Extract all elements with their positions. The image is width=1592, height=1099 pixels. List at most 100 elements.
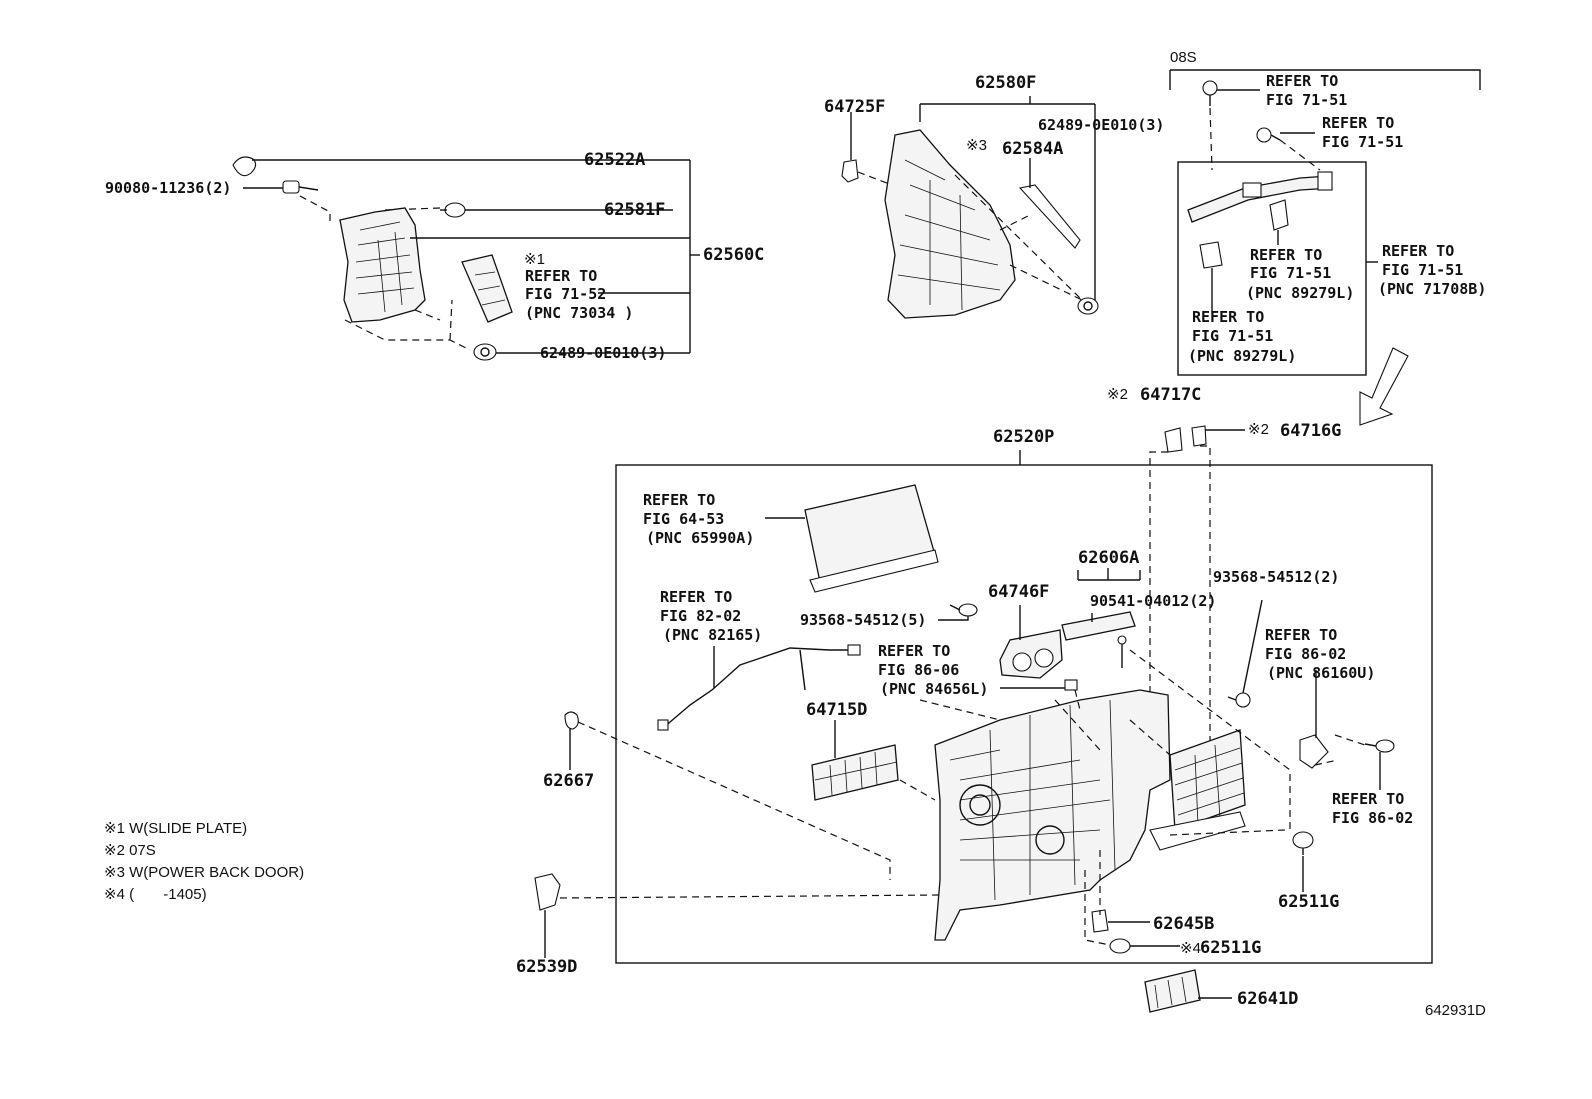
ref-1-l2: FIG 71-52 (525, 285, 606, 303)
ref-8-l1: REFER TO (660, 588, 732, 606)
label-62489-a: 62489-0E010(3) (540, 344, 666, 362)
label-64717c: 64717C (1140, 385, 1201, 405)
ref-3-l2: FIG 71-51 (1322, 133, 1403, 151)
group-08s (1169, 69, 1481, 426)
label-62489-b: 62489-0E010(3) (1038, 116, 1164, 134)
figure-id: 642931D (1425, 1002, 1486, 1019)
ref-4-l2: FIG 71-51 (1250, 264, 1331, 282)
label-62581f: 62581F (604, 200, 665, 220)
ref-2-l1: REFER TO (1266, 72, 1338, 90)
ref-6-l1: REFER TO (1192, 308, 1264, 326)
detail-box (1177, 161, 1367, 376)
ref-8-l3: (PNC 82165) (663, 626, 762, 644)
ref-6-l3: (PNC 89279L) (1188, 347, 1296, 365)
ref-5-l1: REFER TO (1382, 242, 1454, 260)
label-64746f: 64746F (988, 582, 1049, 602)
legend: ※1 W(SLIDE PLATE) ※2 07S ※3 W(POWER BACK… (104, 820, 304, 903)
part-62580f-panel[interactable] (884, 129, 1016, 319)
ref-1-l1: REFER TO (525, 267, 597, 285)
label-62511g-b: 62511G (1200, 938, 1261, 958)
part-62520p-trim-panel[interactable] (934, 689, 1171, 941)
part-62641d[interactable] (1144, 969, 1201, 1013)
legend-item: ※3 W(POWER BACK DOOR) (104, 864, 304, 881)
label-62511g-a: 62511G (1278, 892, 1339, 912)
label-93568-a: 93568-54512(5) (800, 611, 926, 629)
label-62645b: 62645B (1153, 914, 1214, 934)
mark-2a: ※2 (1107, 386, 1128, 403)
part-62539d[interactable] (534, 873, 561, 911)
ref-5-l2: FIG 71-51 (1382, 261, 1463, 279)
label-64725f: 64725F (824, 97, 885, 117)
ref-10-l1: REFER TO (1265, 626, 1337, 644)
part-64725f-clip[interactable] (841, 159, 859, 183)
label-64716g: 64716G (1280, 421, 1341, 441)
part-93568-screw-a[interactable] (949, 603, 978, 617)
label-62667: 62667 (543, 771, 594, 791)
part-strap-clip-b[interactable] (1199, 241, 1223, 269)
ref-8-l2: FIG 82-02 (660, 607, 741, 625)
part-fastener-2[interactable] (1256, 127, 1281, 143)
label-62560c: 62560C (703, 245, 764, 265)
mark-3: ※3 (966, 137, 987, 154)
label-62522a: 62522A (584, 150, 645, 170)
label-90541: 90541-04012(2) (1090, 592, 1216, 610)
part-62581f-clip[interactable] (440, 202, 466, 218)
part-62584a-bracket[interactable] (1018, 184, 1081, 249)
label-62606a: 62606A (1078, 548, 1139, 568)
part-strap-clip-a[interactable] (1269, 199, 1289, 231)
ref-10-l3: (PNC 86160U) (1267, 664, 1375, 682)
part-84656l[interactable] (1064, 679, 1078, 691)
label-62641d: 62641D (1237, 989, 1298, 1009)
ref-4-l1: REFER TO (1250, 246, 1322, 264)
part-64746f-pocket[interactable] (999, 629, 1063, 679)
ref-7-l2: FIG 64-53 (643, 510, 724, 528)
ref-7-l3: (PNC 65990A) (646, 529, 754, 547)
mark-4: ※4 (1180, 940, 1201, 957)
part-93568-screw-b[interactable] (1227, 692, 1251, 708)
ref-7-l1: REFER TO (643, 491, 715, 509)
part-fastener-1[interactable] (1202, 80, 1218, 106)
part-64715d-grille[interactable] (811, 744, 899, 801)
label-62520p: 62520P (993, 427, 1054, 447)
part-86-02-screw[interactable] (1364, 739, 1395, 753)
part-90080-screw[interactable] (282, 180, 319, 194)
mark-2b: ※2 (1248, 421, 1269, 438)
part-62667[interactable] (564, 711, 579, 730)
legend-item: ※1 W(SLIDE PLATE) (104, 820, 247, 837)
part-90541-bracket[interactable] (1061, 611, 1136, 641)
legend-item: ※2 07S (104, 842, 156, 859)
part-62489-clip-a[interactable] (473, 343, 497, 361)
label-62539d: 62539D (516, 957, 577, 977)
ref-1-l3: (PNC 73034 ) (525, 304, 633, 322)
ref-6-l2: FIG 71-51 (1192, 327, 1273, 345)
part-62522a[interactable] (232, 156, 257, 177)
label-93568-b: 93568-54512(2) (1213, 568, 1339, 586)
part-62511g-clip-b[interactable] (1109, 938, 1131, 954)
label-62580f: 62580F (975, 73, 1036, 93)
part-62645b[interactable] (1091, 909, 1109, 933)
mark-1: ※1 (524, 251, 545, 268)
main-assembly-box (615, 464, 1433, 964)
ref-5-l3: (PNC 71708B) (1378, 280, 1486, 298)
label-08s: 08S (1170, 49, 1197, 66)
label-62584a: 62584A (1002, 139, 1063, 159)
group-62560c (232, 156, 700, 361)
label-64715d: 64715D (806, 700, 867, 720)
ref-2-l2: FIG 71-51 (1266, 91, 1347, 109)
part-speaker-clip[interactable] (1299, 734, 1329, 769)
labels: 62522A 90080-11236(2) 62581F 62560C 6248… (105, 49, 1486, 1019)
ref-9-l3: (PNC 84656L) (880, 680, 988, 698)
ref-10-l2: FIG 86-02 (1265, 645, 1346, 663)
arrow-indicator (1359, 347, 1409, 426)
part-wire-harness[interactable] (662, 647, 850, 729)
group-62580f (841, 96, 1099, 319)
part-64717c[interactable] (1164, 427, 1183, 453)
ref-4-l3: (PNC 89279L) (1246, 284, 1354, 302)
part-64716g[interactable] (1191, 425, 1207, 447)
part-62489-clip-b[interactable] (1077, 297, 1099, 315)
part-62511g-clip-a[interactable] (1292, 831, 1314, 855)
ref-3-l1: REFER TO (1322, 114, 1394, 132)
part-side-grille[interactable] (1169, 729, 1246, 831)
